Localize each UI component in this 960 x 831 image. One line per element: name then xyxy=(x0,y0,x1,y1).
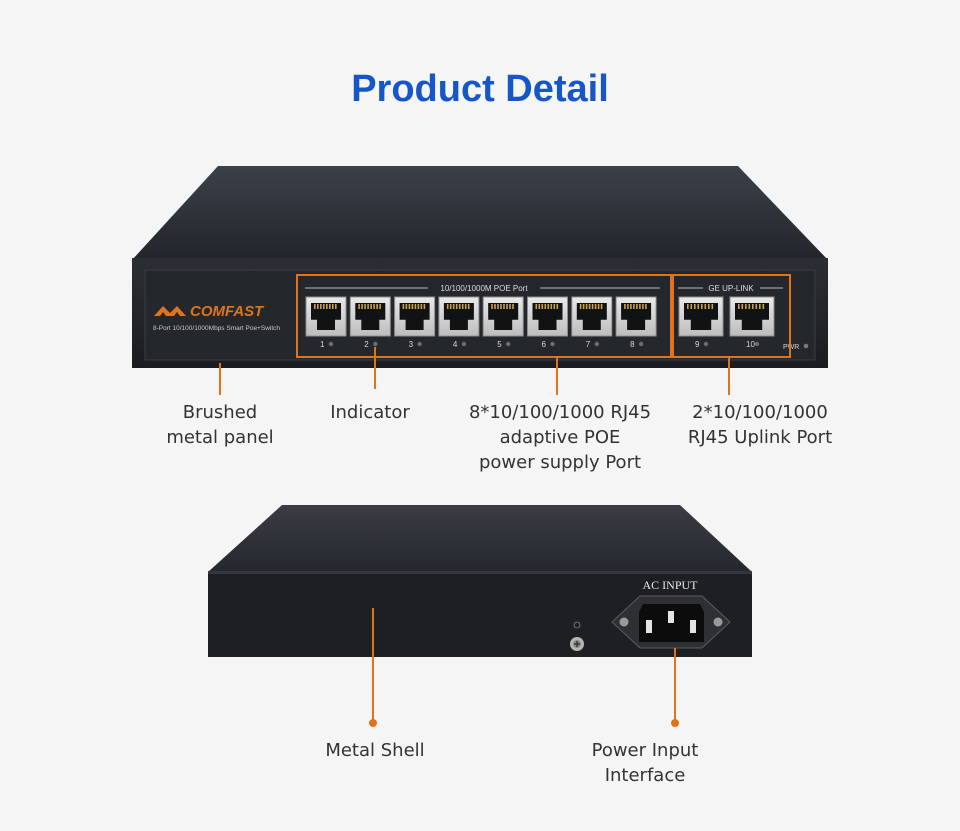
poe-port-1[interactable]: 1 xyxy=(305,296,347,349)
ground-screw-icon xyxy=(570,621,584,651)
power-led-label: PWR xyxy=(783,344,799,351)
power-input-leader-line xyxy=(674,648,676,722)
port-led-indicator xyxy=(703,341,709,347)
port-led-indicator xyxy=(550,341,555,347)
indicator-leader-line xyxy=(374,347,376,389)
port-led-indicator xyxy=(328,341,334,347)
power-input-callout: Power Input Interface xyxy=(591,740,699,786)
uplink-port-number: 10 xyxy=(746,340,755,349)
port-led-indicator xyxy=(506,341,511,347)
poe-port-leader-line xyxy=(556,357,558,395)
poe-port-4[interactable]: 4 xyxy=(438,296,480,349)
poe-port-number: 2 xyxy=(364,340,369,349)
switch-top-surface xyxy=(132,166,828,260)
power-led-indicator xyxy=(803,343,809,349)
uplink-port-10[interactable]: 10 xyxy=(729,296,775,349)
poe-port-number: 8 xyxy=(630,340,635,349)
metal-shell-leader-line xyxy=(372,608,374,722)
indicator-callout: Indicator xyxy=(330,402,410,423)
switch-back-top-surface xyxy=(208,505,752,572)
poe-port-3[interactable]: 3 xyxy=(394,296,436,349)
poe-port-highlight-box xyxy=(296,274,672,358)
metal-shell-leader-dot xyxy=(369,719,377,727)
uplink-port-leader-line xyxy=(728,357,730,395)
port-led-indicator xyxy=(461,341,467,347)
poe-port-group-label: 10/100/1000M POE Port xyxy=(440,284,528,293)
port-led-indicator xyxy=(754,341,760,347)
poe-port-5[interactable]: 5 xyxy=(482,296,524,349)
brushed-panel-callout: Brushed metal panel xyxy=(166,402,274,448)
poe-port-7[interactable]: 7 xyxy=(571,296,613,349)
uplink-port-number: 9 xyxy=(695,340,700,349)
power-input-leader-dot xyxy=(671,719,679,727)
port-led-indicator xyxy=(638,341,644,347)
uplink-port-highlight-box xyxy=(672,274,791,358)
comfast-logo-icon xyxy=(154,306,186,316)
poe-port-number: 5 xyxy=(497,340,502,349)
poe-port-6[interactable]: 6 xyxy=(527,296,568,349)
brand-logo-text: COMFAST xyxy=(190,303,265,320)
port-led-indicator xyxy=(594,341,599,347)
uplink-group-label: GE UP-LINK xyxy=(708,284,754,293)
metal-shell-callout: Metal Shell xyxy=(325,740,425,761)
poe-port-number: 3 xyxy=(409,340,414,349)
poe-port-number: 6 xyxy=(542,340,547,349)
page-title: Product Detail xyxy=(351,68,609,110)
uplink-port-9[interactable]: 9 xyxy=(678,296,724,349)
poe-port-number: 4 xyxy=(453,340,458,349)
uplink-port-callout: 2*10/100/1000 RJ45 Uplink Port xyxy=(687,402,833,448)
poe-port-8[interactable]: 8 xyxy=(615,296,657,349)
poe-port-callout: 8*10/100/1000 RJ45 adaptive POE power su… xyxy=(468,402,652,473)
poe-port-2[interactable]: 2 xyxy=(349,296,391,349)
poe-port-number: 1 xyxy=(320,340,325,349)
port-led-indicator xyxy=(417,341,422,347)
poe-port-number: 7 xyxy=(586,340,591,349)
ac-input-label: AC INPUT xyxy=(642,578,698,592)
ac-power-socket-icon xyxy=(611,595,731,649)
port-led-indicator xyxy=(373,341,378,347)
model-text: 8-Port 10/100/1000Mbps Smart Poe+Switch xyxy=(153,325,280,332)
brushed-panel-leader-line xyxy=(219,363,221,395)
